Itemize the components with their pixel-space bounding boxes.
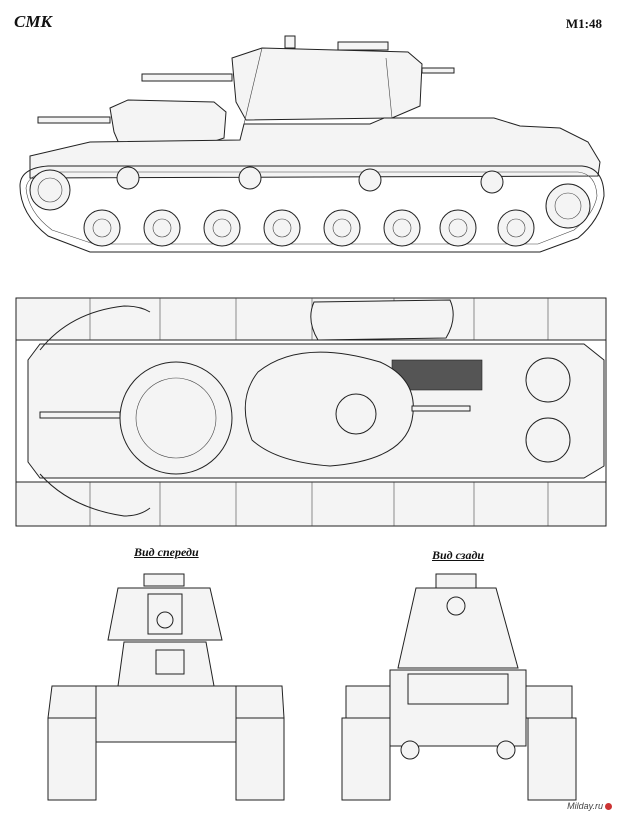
side-track	[19, 165, 605, 253]
return-roller	[480, 170, 504, 194]
rear-turret-port	[446, 596, 466, 616]
front-lower-mantlet	[155, 649, 185, 675]
watermark: Milday.ru	[567, 801, 612, 811]
rear-right-track	[527, 717, 577, 801]
return-roller	[358, 168, 382, 192]
tow-cable	[39, 473, 151, 517]
coaxial-mg	[421, 67, 455, 74]
rear-cupola	[435, 573, 477, 589]
front-view	[47, 573, 285, 801]
front-right-track	[235, 717, 285, 801]
top-view	[15, 297, 607, 527]
rear-view-caption: Вид сзади	[432, 548, 485, 562]
side-view	[19, 35, 605, 253]
drive-sprocket	[545, 183, 591, 229]
front-hull	[95, 685, 237, 743]
road-wheel	[203, 209, 241, 247]
scale-label: М1:48	[565, 16, 602, 31]
return-roller	[238, 166, 262, 190]
front-left-track	[47, 717, 97, 801]
top-track-lower	[15, 481, 607, 527]
rear-hatch	[525, 357, 571, 403]
tarpaulin-roll	[310, 299, 454, 341]
road-wheel	[263, 209, 301, 247]
main-gun-top	[411, 405, 471, 412]
road-wheel	[497, 209, 535, 247]
road-wheel	[439, 209, 477, 247]
road-wheel	[143, 209, 181, 247]
rear-hatch	[525, 417, 571, 463]
road-wheel	[323, 209, 361, 247]
commander-cupola	[335, 393, 377, 435]
return-roller	[116, 166, 140, 190]
rear-left-track	[341, 717, 391, 801]
idler-wheel	[29, 169, 71, 211]
lower-gun-barrel	[37, 116, 111, 124]
rear-tow-hook	[400, 740, 420, 760]
upper-turret-top	[244, 351, 414, 467]
upper-turret-cupola	[337, 41, 389, 51]
main-gun-barrel	[141, 73, 233, 82]
road-wheel	[83, 209, 121, 247]
watermark-text: Milday.ru	[567, 801, 603, 811]
rear-tow-hook	[496, 740, 516, 760]
watermark-logo-icon	[605, 803, 612, 811]
upper-turret-hatch	[284, 35, 296, 49]
lower-gun-top	[39, 411, 121, 419]
upper-turret	[231, 47, 423, 121]
front-cupola	[143, 573, 185, 587]
rear-plate	[407, 673, 509, 705]
drawing-title: СМК	[14, 12, 52, 31]
tow-cable	[39, 305, 151, 351]
front-view-caption: Вид спереди	[134, 545, 199, 559]
lower-turret-top	[119, 361, 233, 475]
road-wheel	[383, 209, 421, 247]
lower-turret	[109, 99, 227, 147]
front-gun-muzzle	[156, 611, 174, 629]
rear-view	[341, 573, 577, 801]
